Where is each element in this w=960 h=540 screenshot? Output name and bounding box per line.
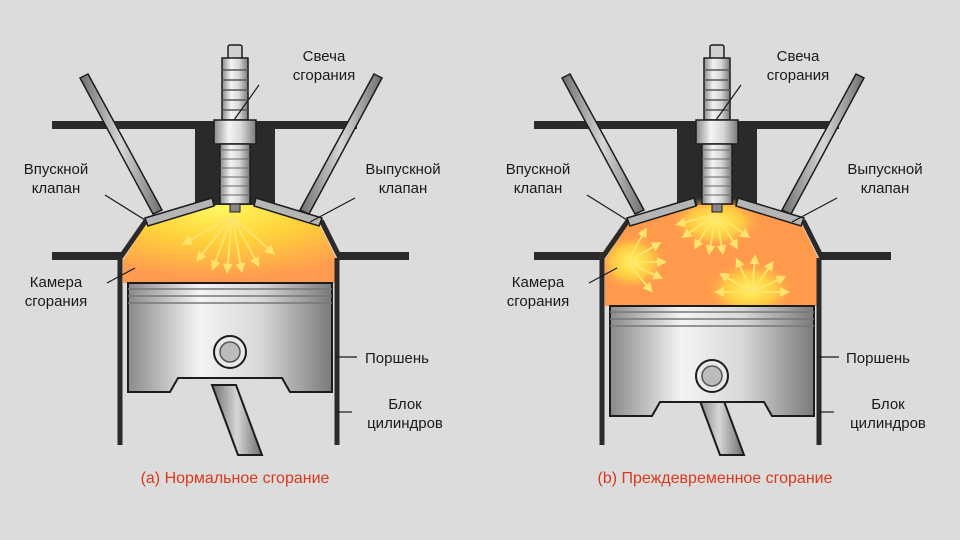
flame-arrow [231, 215, 260, 268]
spark-plug [695, 44, 739, 213]
preignition-arrow [626, 261, 664, 280]
preignition-arrow [749, 254, 760, 293]
cylinder-walls [117, 258, 340, 445]
right-chamber-label: Камера сгорания [506, 274, 570, 310]
flame-arrow [210, 215, 233, 271]
left-block-label: Блок цилиндров [367, 396, 443, 432]
preignition-arrow [719, 273, 753, 293]
cylinder-walls [599, 258, 822, 445]
right-block-label: Блок цилиндров [850, 396, 926, 432]
spark-plug-terminal [227, 44, 243, 60]
piston-pin-inner [701, 365, 723, 387]
intake-valve-head [144, 197, 215, 227]
spark-plug-electrode [229, 203, 241, 213]
cylinder-deck-left [534, 252, 604, 260]
flame-arrow [681, 213, 717, 239]
right-exhaust-valve-label: Выпускной клапан [847, 161, 923, 197]
spark-plug-terminal [709, 44, 725, 60]
cylinder-head-top [52, 121, 357, 129]
preignition-arrow [751, 260, 774, 293]
exhaust-valve-head [735, 197, 805, 227]
flame-arrow [222, 215, 233, 274]
flame-arrow [196, 215, 233, 262]
preignition-arrow [626, 227, 647, 263]
spark-plug-thread [219, 143, 251, 205]
engine-preignition [534, 44, 891, 456]
left-intake-valve-label: Впускной клапан [23, 161, 89, 197]
connecting-rod [210, 384, 264, 456]
flame-arrow [231, 215, 276, 255]
intake-valve-stem [78, 73, 164, 215]
right-spark-plug-label: Свеча сгорания [766, 48, 830, 84]
piston [609, 305, 815, 417]
right-caption: (b) Преждевременное сгорание [597, 470, 833, 487]
cylinder-deck-right [337, 252, 409, 260]
flame-arrow [231, 215, 246, 274]
left-chamber-label: Камера сгорания [24, 274, 88, 310]
left-spark-plug-label: Свеча сгорания [292, 48, 356, 84]
engine-normal [52, 44, 409, 456]
flame-arrow [715, 213, 751, 239]
right-intake-valve-label: Впускной клапан [505, 161, 571, 197]
flame-arrow [675, 213, 717, 228]
intake-valve-head [626, 197, 697, 227]
spark-plug-electrode [711, 203, 723, 213]
exhaust-valve-stem [780, 73, 866, 215]
spark-plug-hex [213, 119, 257, 145]
exhaust-valve-head [253, 197, 323, 227]
right-piston-label: Поршень [846, 350, 910, 367]
left-exhaust-valve-label: Выпускной клапан [365, 161, 441, 197]
flame-arrow [715, 213, 727, 256]
leader-line [233, 84, 260, 121]
leader-line [309, 197, 356, 223]
leader-line [715, 84, 742, 121]
leader-line [588, 267, 618, 284]
preignition-arrow [626, 261, 653, 293]
left-piston-label: Поршень [365, 350, 429, 367]
leader-line [586, 194, 628, 221]
piston [127, 282, 333, 393]
flame-arrow [181, 215, 233, 246]
leader-line [104, 194, 146, 221]
cylinder-head-top [534, 121, 839, 129]
cylinder-deck-left [52, 252, 122, 260]
flame-arrow [715, 213, 739, 250]
flame-arrow [705, 213, 717, 256]
intake-valve-stem [560, 73, 646, 215]
flame-arrow [693, 213, 717, 250]
left-caption: (a) Нормальное сгорание [140, 470, 330, 487]
spark-plug-hex [695, 119, 739, 145]
leader-line [791, 197, 838, 223]
flame-front-plug [670, 196, 762, 248]
piston-pin-inner [219, 341, 241, 363]
exhaust-valve-stem [298, 73, 384, 215]
preignition-arrow [751, 275, 787, 293]
preignition-arrow [626, 241, 662, 263]
leader-line [106, 267, 136, 284]
cylinder-deck-right [819, 252, 891, 260]
spark-plug [213, 44, 257, 213]
preignition-arrow [735, 257, 753, 293]
